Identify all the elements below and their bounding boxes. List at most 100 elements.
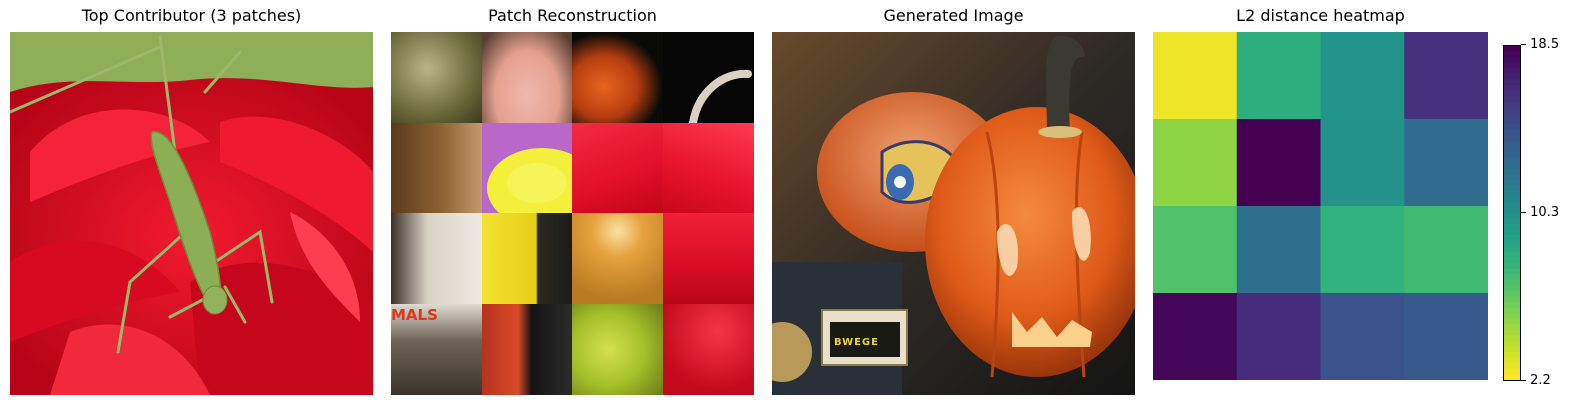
colorbar-segment (1504, 307, 1520, 314)
patch-tile (663, 32, 754, 123)
colorbar-segment (1504, 263, 1520, 270)
heatmap-cell (1404, 206, 1488, 294)
heatmap-cell (1236, 119, 1321, 207)
colorbar-segment (1504, 57, 1520, 64)
heatmap-cell (1404, 293, 1488, 380)
generated-image: BWEGE (772, 32, 1135, 395)
patch-tile (663, 123, 754, 213)
colorbar-segment (1504, 329, 1520, 337)
colorbar-segment (1504, 296, 1520, 303)
patch-tile (482, 123, 572, 213)
heatmap-cell (1153, 293, 1238, 380)
contributor-title: Top Contributor (3 patches) (81, 6, 302, 25)
colorbar-segment (1504, 151, 1520, 158)
colorbar-segment (1504, 96, 1520, 103)
colorbar-tick-mid: 10.3 (1521, 205, 1559, 220)
colorbar-segment (1504, 179, 1520, 186)
heatmap-cell (1236, 293, 1321, 380)
generated-label-text: BWEGE (834, 337, 879, 348)
colorbar-tick-min: 2.2 (1521, 373, 1551, 388)
colorbar-segment (1504, 146, 1520, 153)
colorbar-segment (1504, 84, 1520, 92)
colorbar-segment (1504, 79, 1520, 86)
colorbar-tick-max: 18.5 (1521, 37, 1559, 52)
colorbar-segment (1504, 357, 1520, 364)
patch-tile (482, 32, 572, 123)
colorbar-segment (1504, 346, 1520, 353)
colorbar-segment (1504, 207, 1520, 214)
colorbar-segment (1504, 118, 1520, 125)
patch-tile (572, 304, 663, 395)
colorbar-segment (1504, 112, 1520, 119)
colorbar-segment (1504, 157, 1520, 164)
colorbar-segment (1504, 368, 1520, 376)
patch-tile (572, 123, 663, 213)
colorbar-segment (1504, 290, 1520, 298)
colorbar-segment (1504, 324, 1520, 331)
colorbar-segment (1504, 224, 1520, 231)
heatmap-cell (1153, 206, 1238, 294)
heatmap-cell (1153, 32, 1238, 120)
colorbar-segment (1504, 174, 1520, 181)
colorbar-segment (1504, 302, 1520, 309)
colorbar-segment (1504, 135, 1520, 142)
patch-tile (572, 213, 663, 304)
colorbar-segment (1504, 68, 1520, 75)
colorbar-segment (1504, 218, 1520, 225)
colorbar-segment (1504, 335, 1520, 342)
colorbar-segment (1504, 101, 1520, 108)
colorbar-segment (1504, 196, 1520, 203)
patch-tile (391, 123, 482, 213)
colorbar-segment (1504, 285, 1520, 292)
colorbar-segment (1504, 107, 1520, 114)
heatmap-cell (1153, 119, 1238, 207)
colorbar-segment (1504, 168, 1520, 175)
colorbar-segment (1504, 313, 1520, 320)
colorbar (1503, 45, 1521, 381)
colorbar-segment (1504, 46, 1520, 53)
colorbar-segment (1504, 62, 1520, 69)
colorbar-segment (1504, 201, 1520, 209)
colorbar-segment (1504, 51, 1520, 58)
patch-tile (482, 213, 572, 304)
colorbar-segment (1504, 274, 1520, 281)
patch-tile: MALS (391, 304, 482, 395)
colorbar-segment (1504, 363, 1520, 370)
colorbar-segment (1504, 123, 1520, 131)
reconstruction-sign-text: MALS (391, 306, 438, 324)
colorbar-segment (1504, 246, 1520, 253)
heatmap-cell (1404, 119, 1488, 207)
reconstruction-title: Patch Reconstruction (488, 6, 657, 25)
colorbar-segment (1504, 140, 1520, 147)
contributor-image (10, 32, 373, 395)
colorbar-segment (1504, 162, 1520, 170)
heatmap-cell (1404, 32, 1488, 120)
generated-title: Generated Image (883, 6, 1024, 25)
heatmap-cell (1236, 32, 1321, 120)
heatmap-cell (1320, 206, 1405, 294)
reconstruction-image: MALS (391, 32, 754, 395)
colorbar-segment (1504, 268, 1520, 275)
colorbar-segment (1504, 374, 1520, 380)
heatmap-plot (1153, 32, 1488, 380)
colorbar-segment (1504, 352, 1520, 359)
colorbar-segment (1504, 341, 1520, 348)
heatmap-cell (1320, 119, 1405, 207)
patch-tile (482, 304, 572, 395)
heatmap-cell (1320, 32, 1405, 120)
patch-tile (663, 304, 754, 395)
colorbar-segment (1504, 279, 1520, 286)
heatmap-cell (1236, 206, 1321, 294)
colorbar-segment (1504, 129, 1520, 136)
colorbar-segment (1504, 251, 1520, 259)
colorbar-segment (1504, 240, 1520, 247)
patch-tile (663, 213, 754, 304)
patch-tile (391, 32, 482, 123)
colorbar-segment (1504, 90, 1520, 97)
colorbar-segment (1504, 318, 1520, 325)
colorbar-segment (1504, 229, 1520, 236)
heatmap-cell (1320, 293, 1405, 380)
heatmap-title: L2 distance heatmap (1236, 6, 1405, 25)
patch-tile (572, 32, 663, 123)
colorbar-segment (1504, 190, 1520, 197)
